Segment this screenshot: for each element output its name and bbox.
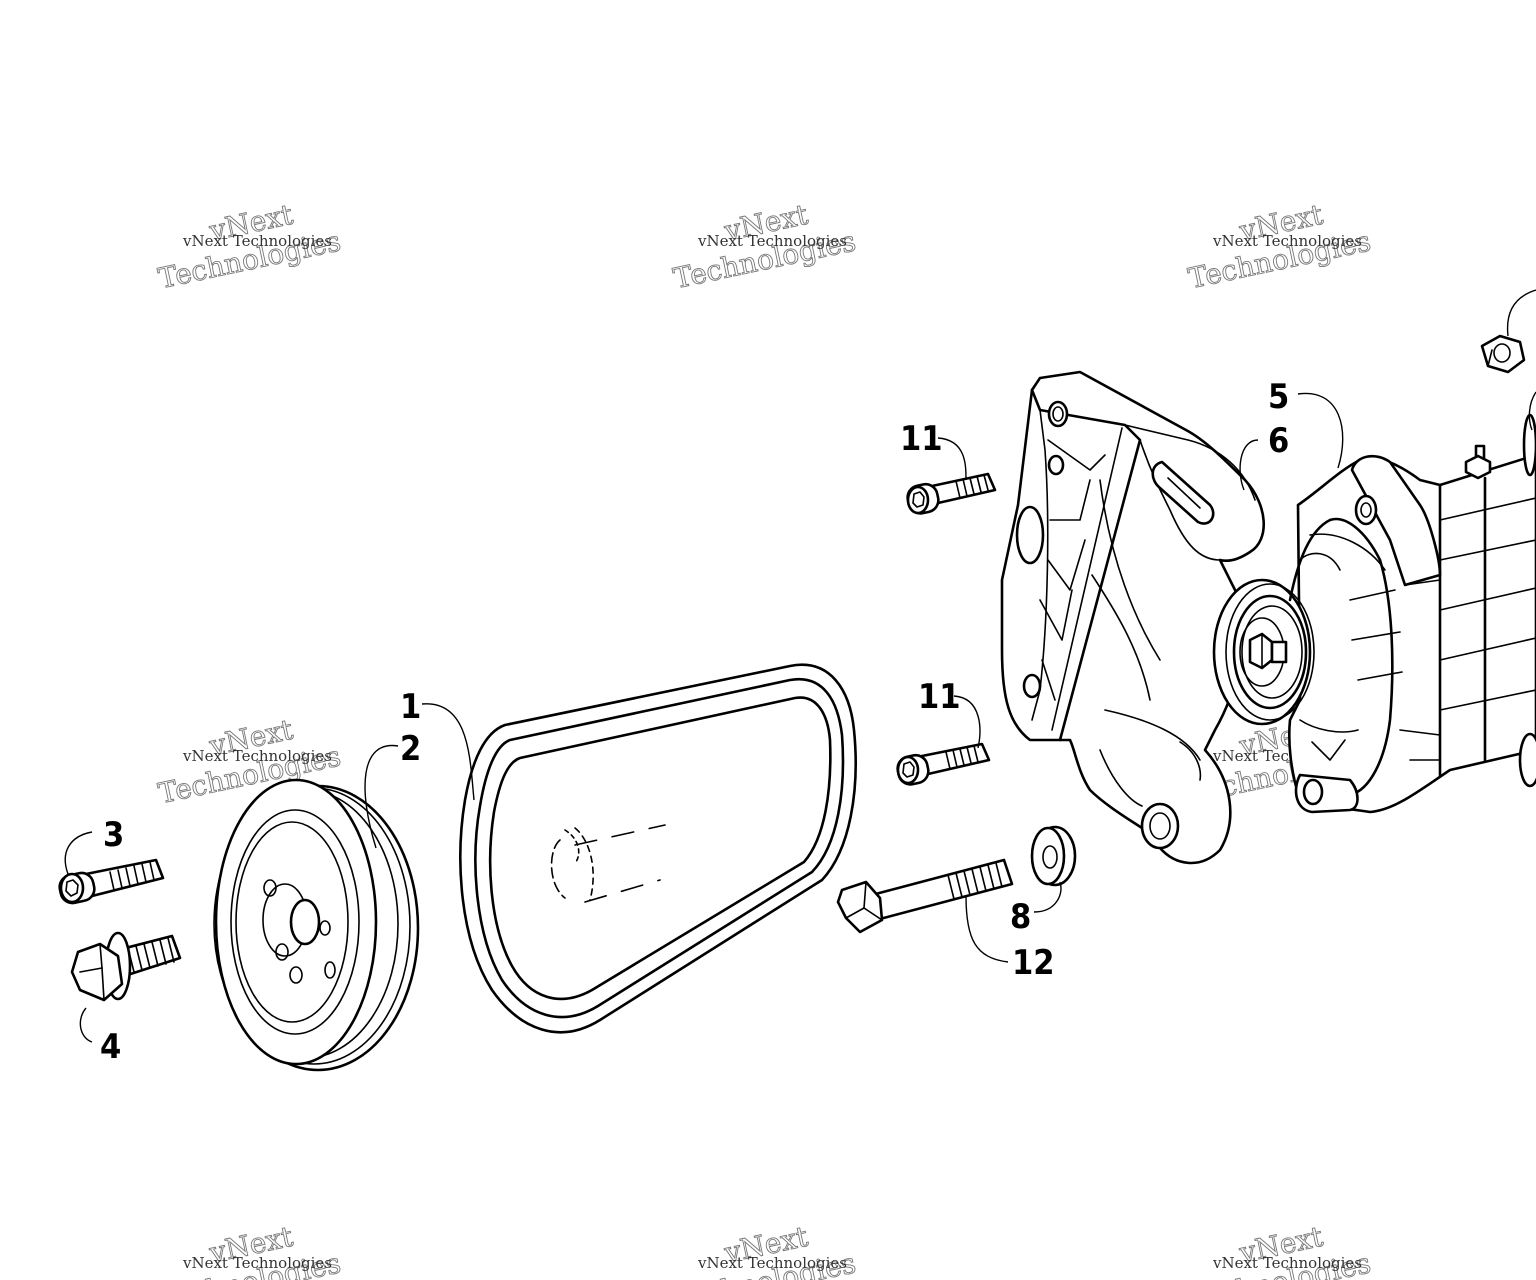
watermark: vNext Technologies vNext Technologies [670,197,859,295]
watermark: vNext Technologies vNext Technologies [670,1219,859,1280]
callout-3: 3 [103,815,124,855]
part-nut-top-right [1480,334,1526,374]
watermark: vNext Technologies vNext Technologies [155,1219,344,1280]
part-11-screw-lower [896,742,991,786]
watermark-small: vNext Technologies [182,232,332,250]
part-8-washer [1030,825,1077,887]
watermark: vNext Technologies vNext Technologies [1185,1219,1374,1280]
part-1-belt [459,663,857,1034]
part-2-pulley [213,778,420,1072]
callout-1: 1 [400,687,421,727]
part-3-cap-screw [58,858,165,905]
callout-11-upper: 11 [900,419,943,459]
callout-5: 5 [1268,377,1289,417]
callout-11-lower: 11 [918,677,961,717]
watermark: vNext Technologies vNext Technologies [1185,197,1374,295]
callout-12: 12 [1012,943,1055,983]
watermark-small: vNext Technologies [697,1254,847,1272]
part-11-screw-upper [906,472,997,515]
watermark-small: vNext Technologies [1212,232,1362,250]
callout-4: 4 [100,1027,121,1067]
watermark: vNext Technologies vNext Technologies [155,197,344,295]
watermark-small: vNext Technologies [1212,1254,1362,1272]
callout-8: 8 [1010,897,1031,937]
callout-6: 6 [1268,421,1289,461]
part-5-alternator [1212,413,1536,814]
callout-labels: 1 2 3 4 5 6 8 11 11 12 [100,377,1289,1067]
part-4-flange-bolt [70,931,182,1002]
part-12-hex-bolt [836,858,1014,934]
leader-lines [64,289,1536,1043]
part-6-bracket [1000,370,1265,865]
callout-2: 2 [400,729,421,769]
watermark-small: vNext Technologies [182,1254,332,1272]
watermark-small: vNext Technologies [697,232,847,250]
watermark-small: vNext Technologies [182,747,332,765]
